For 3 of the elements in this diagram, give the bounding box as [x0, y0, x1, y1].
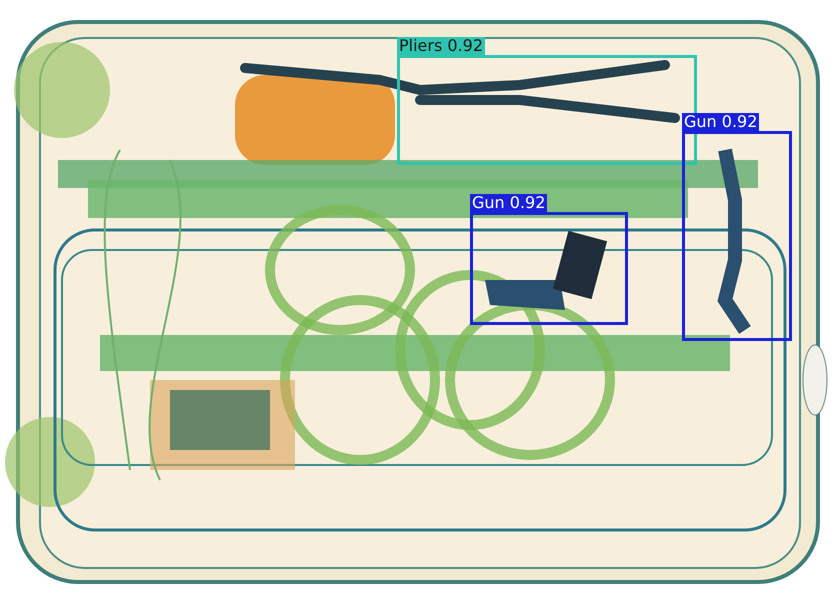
- detection-label: Gun 0.92: [682, 113, 760, 131]
- detection-label: Gun 0.92: [470, 194, 548, 212]
- detection-label: Pliers 0.92: [397, 37, 486, 55]
